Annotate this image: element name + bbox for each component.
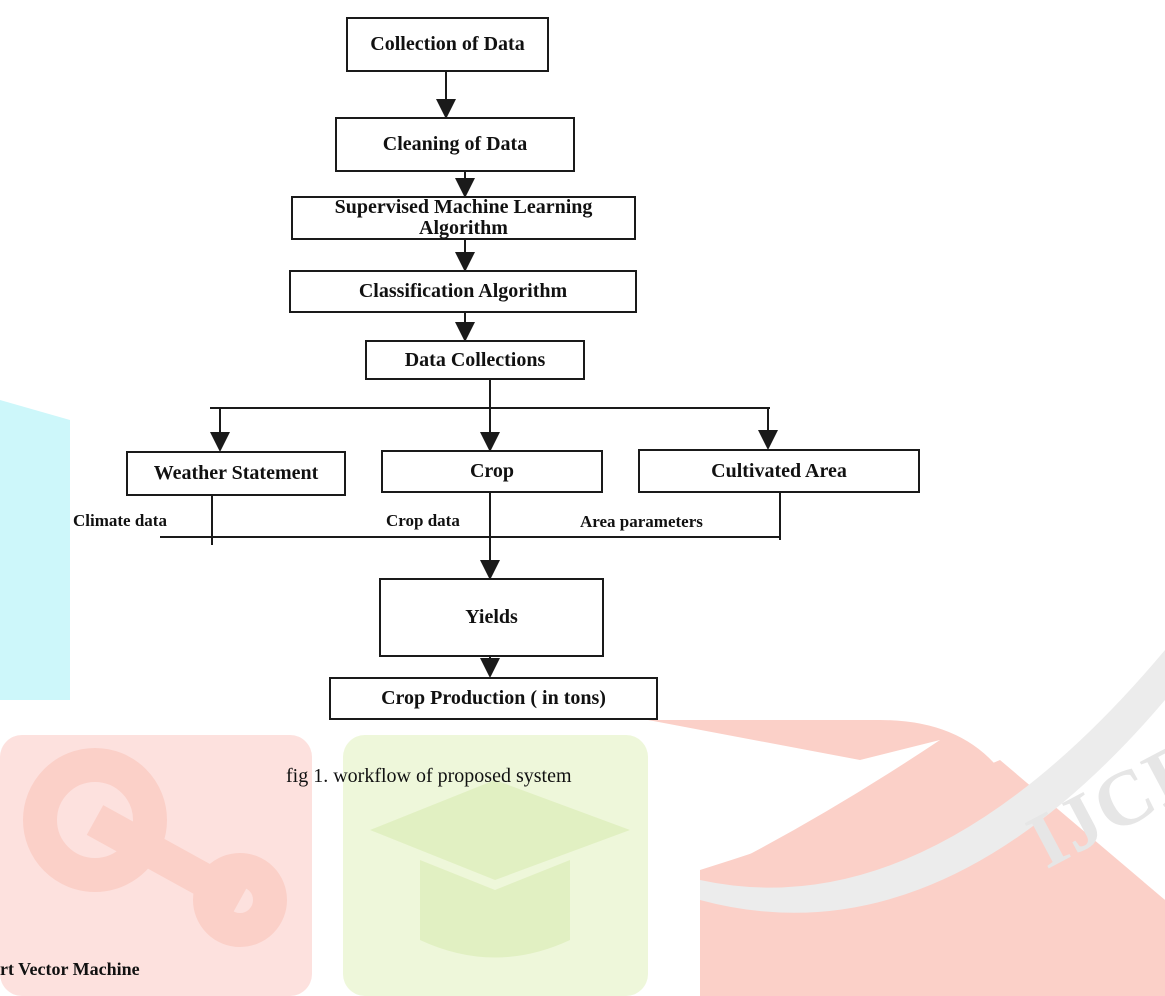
cultivated-area-box: Cultivated Area [638,449,920,493]
data-collections-box: Data Collections [365,340,585,380]
classification-algorithm-box: Classification Algorithm [289,270,637,313]
crop-production-box: Crop Production ( in tons) [329,677,658,720]
cleaning-of-data-box: Cleaning of Data [335,117,575,172]
figure-caption: fig 1. workflow of proposed system [286,765,572,787]
supervised-ml-algorithm-box: Supervised Machine Learning Algorithm [291,196,636,240]
climate-data-label: Climate data [73,511,167,530]
crop-data-label: Crop data [386,511,460,530]
yields-box: Yields [379,578,604,657]
section-heading-fragment: rt Vector Machine [0,959,140,979]
weather-statement-box: Weather Statement [126,451,346,496]
crop-box: Crop [381,450,603,493]
area-parameters-label: Area parameters [580,512,703,531]
collection-of-data-box: Collection of Data [346,17,549,72]
